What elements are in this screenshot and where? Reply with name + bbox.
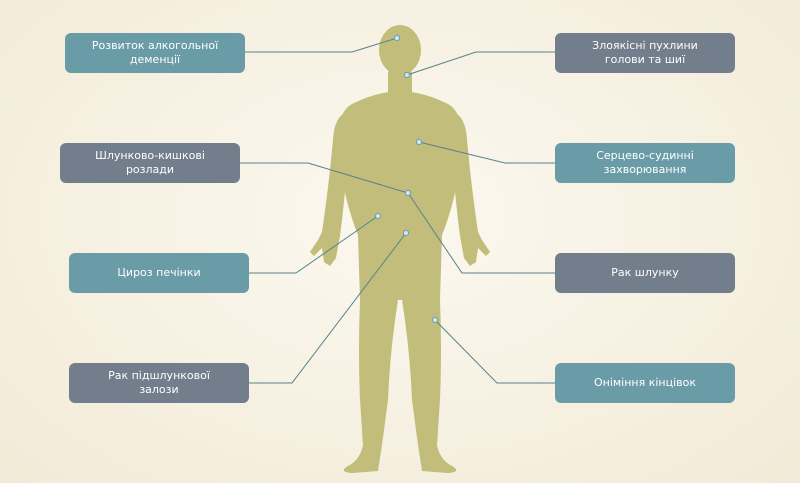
dot-pancreas [402, 229, 410, 237]
dot-head [393, 34, 401, 42]
connector-head-neck [406, 51, 555, 76]
label-pancreatic-cancer: Рак підшлункової залози [69, 363, 249, 403]
label-stomach-cancer: Рак шлунку [555, 253, 735, 293]
dot-liver [374, 212, 382, 220]
dot-stomach [404, 189, 412, 197]
connector-cirrhosis [249, 215, 379, 274]
label-cardiovascular: Серцево-судинні захворювання [555, 143, 735, 183]
dot-neck [403, 71, 411, 79]
label-limb-numbness: Оніміння кінцівок [555, 363, 735, 403]
connector-gastrointestinal [240, 162, 409, 194]
connector-pancreas [249, 232, 407, 384]
connectors [240, 37, 555, 384]
label-head-neck-tumors: Злоякісні пухлини голови та шиї [555, 33, 735, 73]
label-liver-cirrhosis: Цироз печінки [69, 253, 249, 293]
anchor-dots [374, 34, 439, 324]
connector-dementia [245, 37, 398, 53]
dot-heart [415, 138, 423, 146]
connector-stomach [407, 192, 555, 274]
connector-limbs [434, 319, 555, 384]
human-silhouette [310, 25, 490, 473]
dot-leg [431, 316, 439, 324]
connector-cardiovascular [418, 141, 555, 164]
label-alcohol-dementia: Розвиток алкогольної деменції [65, 33, 245, 73]
label-gastrointestinal: Шлунково-кишкові розлади [60, 143, 240, 183]
